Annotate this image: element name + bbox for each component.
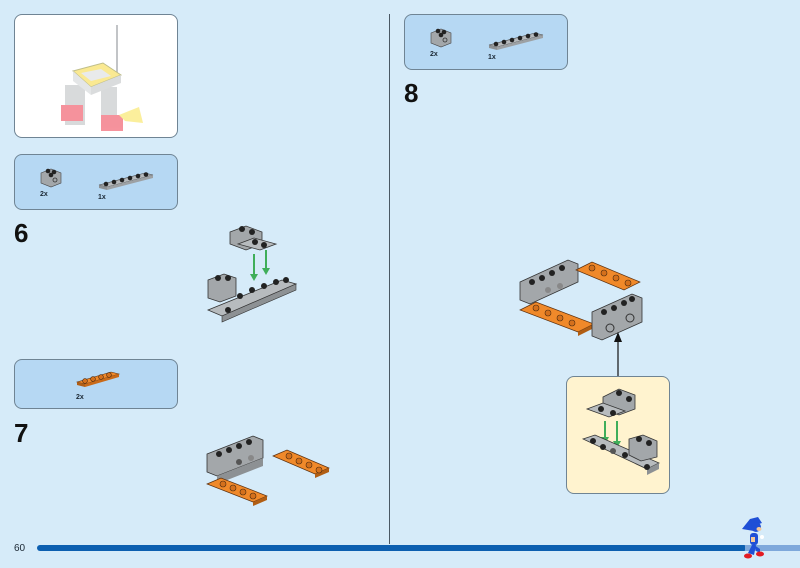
gray-bracket-brick-icon — [430, 28, 452, 48]
part-quantity: 2x — [430, 51, 438, 58]
step-7-parts-panel: 2x — [14, 359, 178, 409]
part-quantity: 1x — [488, 54, 496, 61]
step-number: 7 — [14, 418, 29, 448]
up-arrow-icon — [614, 332, 622, 378]
page-number: 60 — [14, 543, 26, 554]
sub-assembly-panel — [566, 376, 670, 494]
model-preview-panel — [14, 14, 178, 138]
progress-bar-remaining — [745, 545, 800, 551]
step-6-parts-panel: 2x 1x — [14, 154, 178, 210]
sonic-running-icon — [742, 517, 764, 559]
step-8-parts-panel: 2x 1x — [404, 14, 568, 70]
step-6-assembly-diagram — [206, 225, 298, 323]
progress-bar — [37, 545, 747, 551]
gray-bracket-brick-icon — [40, 168, 62, 188]
gray-1x6-plate-icon — [488, 32, 544, 50]
sub-assembly-diagram — [581, 388, 660, 475]
step-7-assembly-diagram — [206, 435, 330, 506]
part-quantity: 1x — [98, 194, 106, 201]
step-number: 6 — [14, 218, 29, 248]
part-quantity: 2x — [40, 191, 48, 198]
step-number: 8 — [404, 78, 419, 108]
page-divider — [389, 14, 390, 544]
orange-1x4-plate-icon — [75, 371, 121, 387]
model-preview-icon — [61, 25, 143, 131]
gray-1x6-plate-icon — [98, 172, 154, 190]
part-quantity: 2x — [76, 394, 84, 401]
step-8-assembly-diagram — [519, 259, 643, 341]
